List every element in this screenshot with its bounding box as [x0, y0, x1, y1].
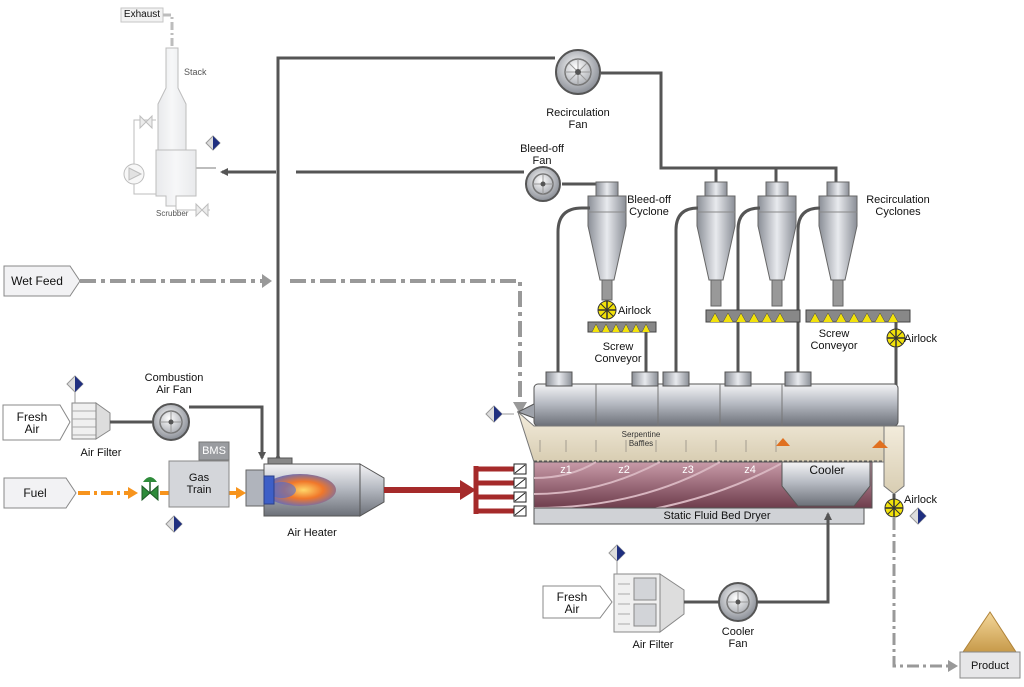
fresh-air-inlet — [2, 404, 71, 441]
bms-label: BMS — [202, 445, 226, 457]
cooler-air-duct — [757, 512, 832, 604]
cooler-fan-icon — [718, 582, 758, 622]
fluid-bed-dryer — [513, 371, 905, 525]
air-filter-combustion-label: Air Filter — [80, 447, 122, 459]
airlock-recirc-label: Airlock — [904, 333, 938, 345]
product-instrument — [909, 507, 927, 525]
product-label: Product — [971, 660, 1009, 672]
screw-conveyor-recirc-left-icon — [705, 309, 801, 323]
zone-4-label: z4 — [744, 464, 756, 476]
bms-box — [198, 441, 230, 461]
air-heater-icon — [245, 457, 385, 517]
airlock-bleed-label: Airlock — [618, 305, 652, 317]
gas-train-box — [168, 441, 230, 508]
dryer-instrument — [485, 405, 514, 423]
combustion-air-fan-icon — [152, 403, 190, 441]
scrubber-stack-group — [120, 7, 216, 218]
wet-feed-label: Wet Feed — [11, 274, 63, 288]
gas-train-instrument — [165, 515, 183, 533]
recirculation-cyclone-2 — [757, 181, 797, 307]
scrubber-label: Scrubber — [156, 209, 189, 218]
screw-conveyor-bleed-icon — [587, 321, 657, 333]
wet-feed-line — [3, 265, 527, 414]
recirculation-cyclone-1 — [696, 181, 736, 307]
zone-3-label: z3 — [682, 464, 694, 476]
fuel-valve-icon — [141, 477, 159, 502]
stack-label: Stack — [184, 67, 207, 77]
cooler-filter-instrument — [608, 544, 626, 574]
exhaust-label: Exhaust — [123, 9, 161, 20]
cyclone-inlet-ducts — [556, 206, 821, 376]
recirculation-fan-icon — [555, 49, 601, 95]
air-filter-cooler-label: Air Filter — [632, 639, 674, 651]
zone-1-label: z1 — [560, 464, 572, 476]
cooler-air-inlet — [542, 585, 613, 619]
recirculation-cyclone-3 — [818, 181, 858, 307]
zone-2-label: z2 — [618, 464, 630, 476]
bleed-off-fan-icon — [525, 166, 561, 202]
bleed-off-cyclone-icon — [587, 181, 627, 301]
product-pile-icon — [959, 611, 1021, 679]
scrubber-body — [155, 149, 197, 207]
airlock-product-icon — [884, 494, 904, 518]
air-filter-instrument — [66, 375, 84, 403]
airlock-product-label: Airlock — [904, 494, 938, 506]
screw-conveyor-recirc-right-icon — [805, 309, 911, 323]
air-filter-cooler-icon — [613, 573, 685, 633]
product-line — [892, 518, 950, 668]
air-heater-label: Air Heater — [287, 527, 337, 539]
stack-body — [157, 47, 187, 161]
air-filter-combustion-icon — [71, 402, 111, 440]
scrubber-instrument — [205, 135, 221, 151]
fuel-label: Fuel — [23, 486, 47, 500]
hot-air-duct — [384, 466, 514, 514]
airlock-bleed-icon — [597, 300, 617, 320]
dryer-label: Static Fluid Bed Dryer — [663, 510, 771, 522]
cooler-label: Cooler — [809, 463, 845, 477]
